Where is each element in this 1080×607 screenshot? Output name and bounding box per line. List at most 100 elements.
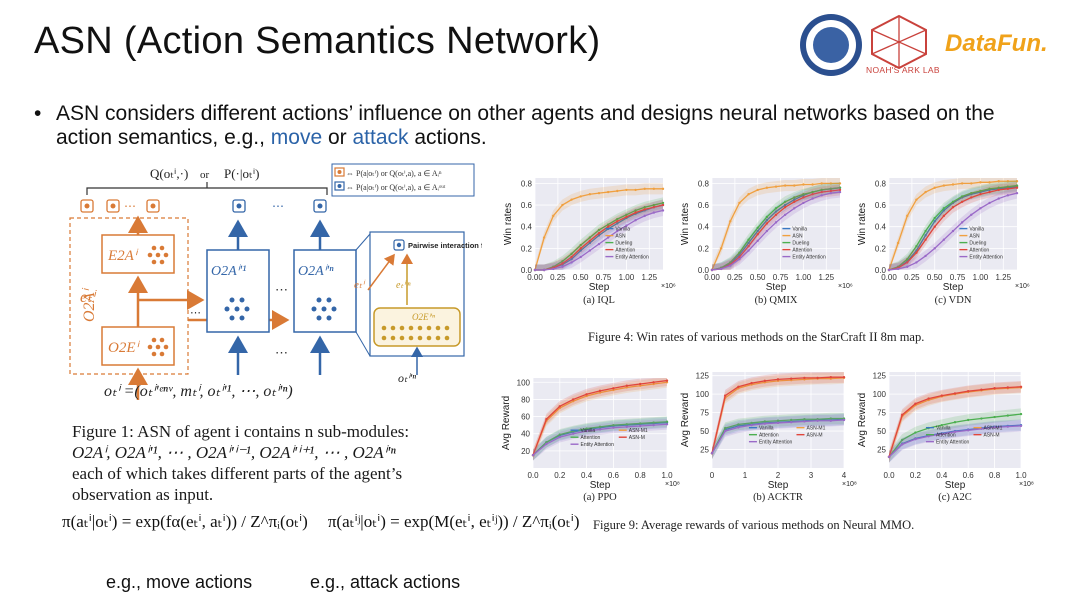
data-point xyxy=(942,184,946,187)
data-point xyxy=(896,241,900,245)
data-point xyxy=(988,181,991,184)
o2ein-nodes xyxy=(381,325,450,341)
legend-label: ASN xyxy=(969,234,980,240)
data-point xyxy=(793,184,796,187)
data-point xyxy=(802,183,805,186)
data-point xyxy=(552,267,555,271)
x-tick-label: 0.2 xyxy=(910,471,922,480)
data-point xyxy=(774,221,778,224)
data-point xyxy=(887,455,891,459)
data-point xyxy=(776,421,780,425)
o2e-label: O2Eⁱ xyxy=(108,340,140,356)
data-point xyxy=(652,211,656,214)
bullet-text-mid: or xyxy=(322,126,353,149)
legend-label: Vanilla xyxy=(969,227,984,233)
x-tick-label: 0.25 xyxy=(904,273,920,282)
data-point xyxy=(661,201,665,205)
y-tick-label: 0.4 xyxy=(698,223,710,232)
y-tick-label: 0.2 xyxy=(875,244,887,253)
data-point xyxy=(901,443,904,446)
data-point xyxy=(570,257,573,261)
data-point xyxy=(993,387,996,390)
data-point xyxy=(988,201,991,205)
data-point xyxy=(747,249,750,252)
x-tick-label: 0.50 xyxy=(573,273,589,282)
data-point xyxy=(747,241,750,245)
figure4-caption: Figure 4: Win rates of various methods o… xyxy=(588,330,925,344)
data-point xyxy=(737,423,740,426)
y-tick-label: 125 xyxy=(696,372,710,381)
y-tick-label: 75 xyxy=(700,409,709,418)
example-attack-actions: e.g., attack actions xyxy=(310,572,461,592)
y-tick-label: 100 xyxy=(873,390,887,399)
data-point xyxy=(588,241,592,245)
data-point xyxy=(970,191,973,195)
legend-label: ASN-M xyxy=(629,435,645,441)
data-point xyxy=(763,422,766,425)
legend-label: Attention xyxy=(936,433,956,439)
data-point xyxy=(579,249,582,252)
data-point xyxy=(979,193,982,196)
data-point xyxy=(1015,186,1019,189)
series-band xyxy=(889,181,1017,270)
data-point xyxy=(1006,414,1009,417)
data-point xyxy=(598,428,602,431)
keyword-move: move xyxy=(270,126,323,149)
e2a-label: E2Aⁱ xyxy=(107,248,139,264)
data-point xyxy=(616,220,619,223)
data-point xyxy=(793,198,796,201)
data-point xyxy=(1019,385,1023,388)
x-tick-label: 0.75 xyxy=(773,273,789,282)
x-axis-label: Step xyxy=(943,282,964,293)
data-point xyxy=(802,193,805,196)
data-point xyxy=(570,261,573,264)
data-point xyxy=(558,435,561,439)
legend-label: Attention xyxy=(792,248,812,254)
data-point xyxy=(842,418,846,422)
data-point xyxy=(979,207,982,210)
data-point xyxy=(634,219,637,222)
series-band xyxy=(889,419,1021,463)
data-point xyxy=(997,180,1000,183)
data-point xyxy=(838,186,842,189)
x-tick-label: 1.0 xyxy=(661,471,673,480)
data-point xyxy=(542,268,546,272)
svg-text:⋯: ⋯ xyxy=(272,199,284,213)
data-point xyxy=(933,225,936,228)
o2a1-box xyxy=(206,249,270,333)
x-tick-label: 0.6 xyxy=(963,471,975,480)
data-point xyxy=(625,224,628,227)
series-band xyxy=(533,416,667,461)
data-point xyxy=(774,213,778,216)
data-point xyxy=(829,417,832,420)
e2a-box xyxy=(101,234,175,274)
data-point xyxy=(979,181,982,184)
y-tick-label: 20 xyxy=(521,447,530,456)
series-band xyxy=(889,178,1017,270)
legend-label: Attention xyxy=(581,435,601,441)
data-point xyxy=(988,187,991,191)
data-point xyxy=(960,200,964,204)
series-band xyxy=(533,417,667,461)
data-point xyxy=(652,423,655,427)
data-point xyxy=(737,385,740,388)
slide-title: ASN (Action Semantics Network) xyxy=(34,20,601,62)
x-tick-label: 1 xyxy=(743,471,748,480)
data-point xyxy=(967,390,970,393)
svg-text:⋯: ⋯ xyxy=(275,345,288,360)
figure1-caption-line4: observation as input. xyxy=(72,485,214,504)
data-point xyxy=(724,429,727,433)
data-point xyxy=(1015,180,1019,183)
data-point xyxy=(558,405,561,408)
legend-label: Entity Attention xyxy=(759,440,793,446)
data-point xyxy=(896,267,900,271)
data-point xyxy=(783,213,787,216)
data-point xyxy=(970,182,973,185)
data-point xyxy=(597,232,601,235)
noahs-ark-label: NOAH'S ARK LAB xyxy=(866,65,940,75)
or-label: or xyxy=(200,169,210,181)
data-point xyxy=(579,243,582,247)
data-point xyxy=(942,238,946,241)
